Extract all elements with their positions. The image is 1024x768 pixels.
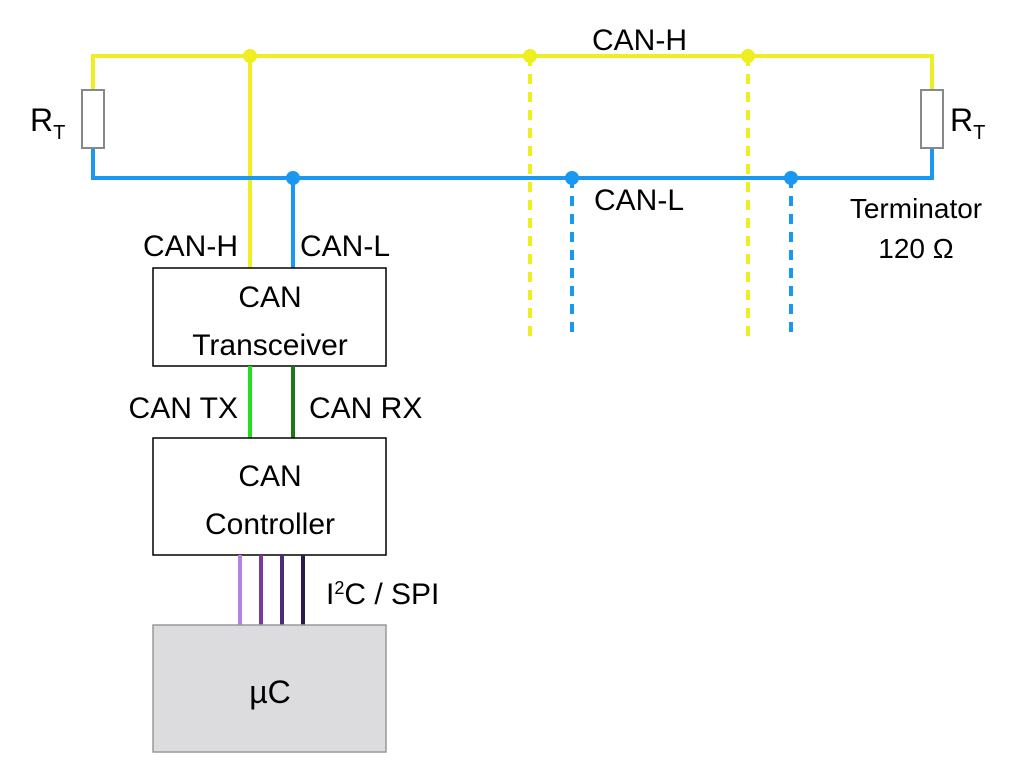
- can-l-main-line: [91, 146, 934, 180]
- can-rx-label: CAN RX: [309, 392, 422, 425]
- can-l-junction-dot: [286, 171, 300, 185]
- can-l-bus-label: CAN-L: [594, 184, 684, 217]
- transceiver-label-line2: Transceiver: [192, 329, 348, 362]
- right-terminator-resistor: [920, 89, 944, 149]
- can-h-main-line: [91, 54, 934, 92]
- microcontroller-label: µC: [249, 674, 291, 710]
- can-l-bus: [91, 146, 934, 340]
- can-controller-box: [152, 437, 387, 556]
- node-can-l-label: CAN-L: [300, 230, 390, 263]
- transceiver-label-line1: CAN: [238, 281, 301, 314]
- can-h-junction-dot: [741, 49, 755, 63]
- i2c-spi-lines: [238, 555, 305, 625]
- can-h-junction-dot: [523, 49, 537, 63]
- terminator-note-line2: 120 Ω: [878, 233, 953, 264]
- can-l-junction-dot: [565, 171, 579, 185]
- controller-label-line1: CAN: [238, 460, 301, 493]
- can-h-bus: [91, 49, 934, 340]
- left-terminator-label: RT: [30, 102, 65, 144]
- can-h-junction-dot: [243, 49, 257, 63]
- microcontroller-box: [152, 624, 387, 753]
- i2c-spi-label: I2C / SPI: [326, 578, 439, 611]
- terminator-note-line1: Terminator: [850, 193, 982, 224]
- left-terminator-resistor: [81, 89, 105, 149]
- can-transceiver-box: [152, 267, 387, 367]
- can-h-bus-label: CAN-H: [592, 24, 687, 57]
- right-terminator-label: RT: [950, 102, 985, 144]
- node-can-h-label: CAN-H: [143, 230, 238, 263]
- can-l-junction-dot: [784, 171, 798, 185]
- controller-label-line2: Controller: [205, 508, 335, 541]
- can-tx-label: CAN TX: [129, 392, 238, 425]
